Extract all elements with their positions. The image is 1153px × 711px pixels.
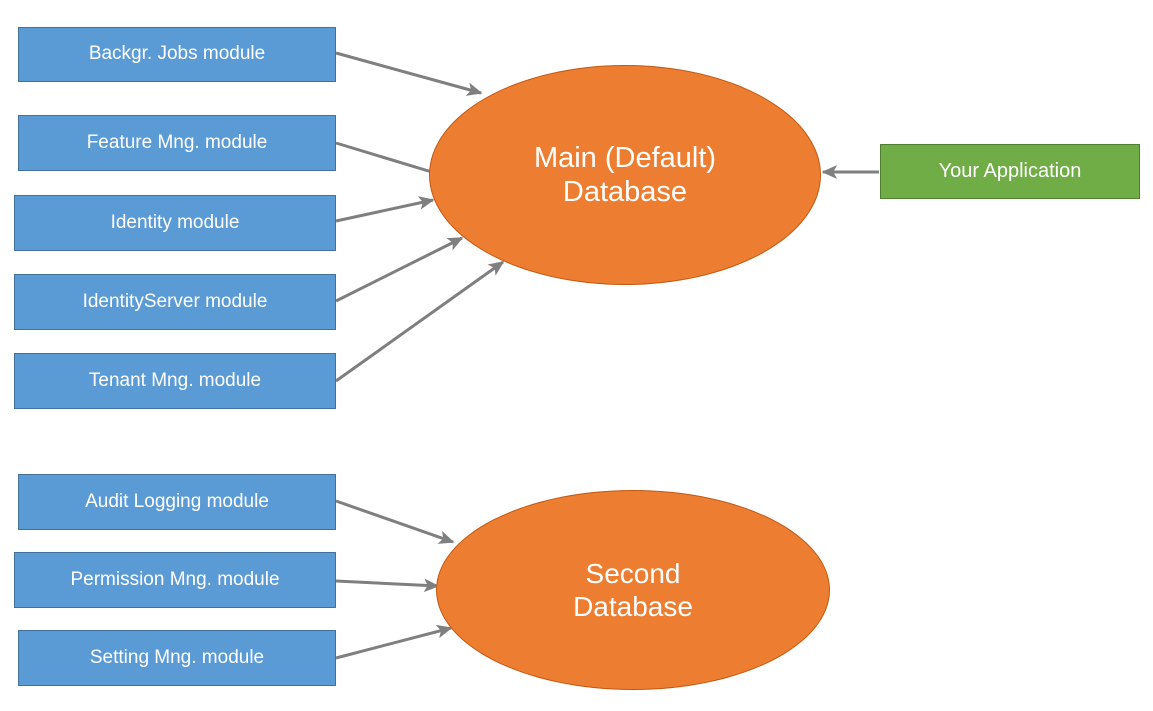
main-database-label-line-2: Database xyxy=(562,176,688,208)
backgr-jobs-module[interactable]: Backgr. Jobs module xyxy=(18,27,336,82)
second-database-node[interactable]: Second Database xyxy=(436,490,830,690)
feature-mng-module-label: Feature Mng. module xyxy=(86,131,268,153)
second-database-label-line-1: Second xyxy=(585,557,681,589)
identityserver-module[interactable]: IdentityServer module xyxy=(14,274,336,330)
setting-mng-to-second xyxy=(335,624,453,660)
permission-mng-module[interactable]: Permission Mng. module xyxy=(14,552,336,608)
tenant-mng-module[interactable]: Tenant Mng. module xyxy=(14,353,336,409)
backgr-jobs-to-main xyxy=(335,51,483,96)
main-database-node[interactable]: Main (Default) Database xyxy=(429,65,821,285)
main-database-label-line-1: Main (Default) xyxy=(533,141,717,174)
audit-logging-module[interactable]: Audit Logging module xyxy=(18,474,336,530)
your-application-label: Your Application xyxy=(938,159,1082,182)
permission-mng-module-label: Permission Mng. module xyxy=(70,568,280,590)
setting-mng-module-label: Setting Mng. module xyxy=(89,646,265,668)
identityserver-module-label: IdentityServer module xyxy=(82,290,268,312)
identity-module[interactable]: Identity module xyxy=(14,195,336,251)
setting-mng-module[interactable]: Setting Mng. module xyxy=(18,630,336,686)
identity-to-main xyxy=(335,196,435,223)
permission-mng-to-second xyxy=(335,578,440,593)
identity-module-label: Identity module xyxy=(110,211,240,233)
identityserver-to-main xyxy=(335,236,464,303)
second-database-label-line-2: Database xyxy=(573,591,693,622)
audit-logging-module-label: Audit Logging module xyxy=(85,490,269,512)
feature-mng-module[interactable]: Feature Mng. module xyxy=(18,115,336,171)
your-application-node[interactable]: Your Application xyxy=(880,144,1140,199)
backgr-jobs-module-label: Backgr. Jobs module xyxy=(88,43,266,65)
second-database-label: Second Database xyxy=(437,557,829,623)
tenant-mng-module-label: Tenant Mng. module xyxy=(88,369,262,391)
main-database-label: Main (Default) Database xyxy=(430,141,820,209)
tenant-mng-to-main xyxy=(335,260,505,383)
audit-logging-to-second xyxy=(335,499,455,544)
